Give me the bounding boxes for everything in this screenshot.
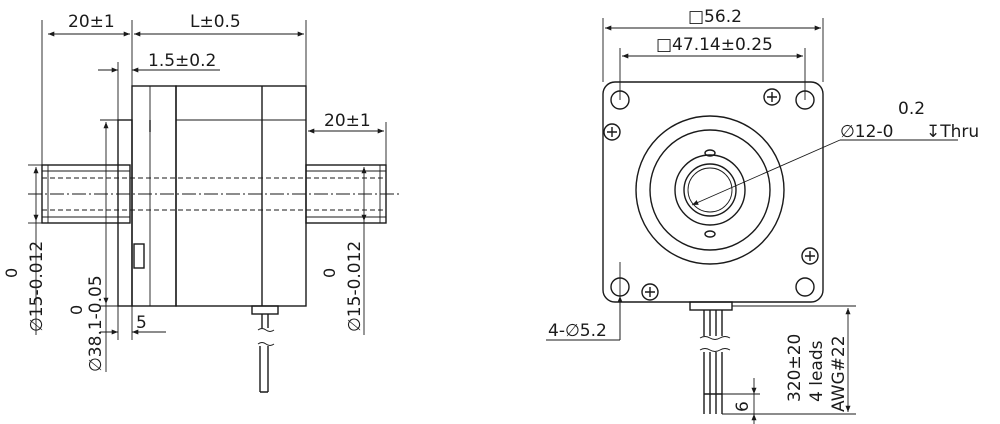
screw-br (801, 247, 819, 265)
dim-pilot-tol: 0 (67, 305, 86, 315)
bore-inner (683, 163, 737, 217)
motor-body (175, 85, 307, 307)
dim-flange: 1.5±0.2 (148, 51, 216, 71)
front-view: ∅12-0 0.2 ↧Thru □56.2 □47.14±0.25 4-∅5.2 (546, 7, 979, 424)
flange-circle (635, 115, 785, 265)
lead-wires-front (689, 301, 733, 414)
dim-hole-pitch: □47.14±0.25 (656, 35, 773, 55)
side-view: 20±1 L±0.5 1.5±0.2 20±1 ∅15-0.012 0 ∅38.… (2, 12, 400, 393)
dim-pilot-depth: 5 (136, 313, 147, 333)
dim-shaft-left: 20±1 (68, 12, 115, 32)
dim-shaft-dia-left-tol: 0 (2, 268, 21, 278)
boss-circle (649, 129, 771, 251)
dim-square: □56.2 (688, 7, 742, 27)
dim-awg: AWG#22 (829, 335, 849, 412)
dim-body-length: L±0.5 (190, 12, 241, 32)
lead-wire-side (251, 305, 279, 393)
bore-outer (674, 154, 746, 226)
dim-lead-length: 320±20 (785, 334, 805, 402)
dim-shaft-dia-left: ∅15-0.012 (27, 241, 47, 332)
dim-pilot: ∅38.1-0.05 (86, 275, 106, 372)
screw-tl (603, 123, 621, 141)
screw-bl (641, 283, 659, 301)
dim-bore-tol: 0.2 (898, 99, 925, 119)
dim-holes: 4-∅5.2 (548, 321, 607, 341)
dim-shaft-dia-right-tol: 0 (320, 268, 339, 278)
mount-hole-br (795, 277, 815, 297)
screw-tr (763, 88, 781, 106)
dim-bore-depth: ↧Thru (926, 122, 979, 142)
front-flange (117, 85, 177, 307)
dim-leads: 4 leads (807, 340, 827, 402)
dim-bore: ∅12-0 (840, 122, 893, 142)
dim-strip: 6 (733, 401, 753, 412)
dim-shaft-dia-right: ∅15-0.012 (345, 241, 365, 332)
dim-shaft-right: 20±1 (324, 111, 371, 131)
